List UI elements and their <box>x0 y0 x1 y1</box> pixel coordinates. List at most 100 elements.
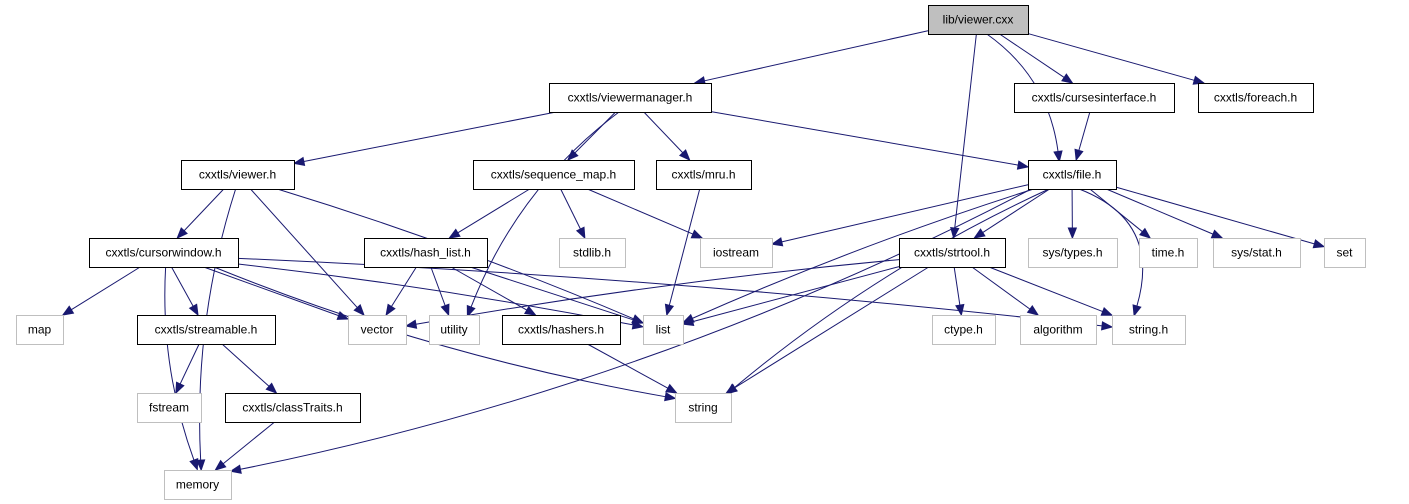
node-label-mru: cxxtls/mru.h <box>671 168 735 182</box>
arrowhead-viewer-to-vector <box>353 304 365 317</box>
node-box-set <box>1324 238 1366 268</box>
node-label-vector: vector <box>361 323 394 337</box>
edge-viewermanager-to-file <box>710 111 1019 166</box>
arrowhead-root-to-cursesinterface <box>1061 73 1074 84</box>
node-label-cursorwindow: cxxtls/cursorwindow.h <box>105 246 221 260</box>
node-hash_list[interactable]: cxxtls/hash_list.h <box>364 238 488 268</box>
arrowhead-mru-to-list <box>664 303 675 317</box>
node-classtraits[interactable]: cxxtls/classTraits.h <box>225 393 361 423</box>
node-label-utility: utility <box>440 323 467 337</box>
node-label-fstream: fstream <box>149 401 189 415</box>
node-box-classtraits <box>225 393 361 423</box>
arrowhead-cursesinterface-to-file <box>1074 148 1084 162</box>
edge-strtool-to-ctype <box>953 266 961 306</box>
node-box-stdlib <box>559 238 626 268</box>
node-algorithm: algorithm <box>1020 315 1097 345</box>
node-box-timeh <box>1139 238 1198 268</box>
arrowhead-viewermanager-to-viewer <box>292 156 306 167</box>
arrowhead-strtool-to-vector <box>404 319 418 329</box>
arrowhead-root-to-foreach <box>1192 75 1206 85</box>
node-file[interactable]: cxxtls/file.h <box>1028 160 1117 190</box>
node-strtool[interactable]: cxxtls/strtool.h <box>899 238 1006 268</box>
arrowhead-file-to-timeh <box>1139 227 1152 239</box>
node-label-viewermanager: cxxtls/viewermanager.h <box>568 91 693 105</box>
arrowhead-strtool-to-string <box>725 383 738 394</box>
node-cursorwindow[interactable]: cxxtls/cursorwindow.h <box>89 238 239 268</box>
edge-root-to-cursesinterface <box>999 33 1065 78</box>
node-sequence_map[interactable]: cxxtls/sequence_map.h <box>473 160 635 190</box>
node-label-root: lib/viewer.cxx <box>943 13 1014 27</box>
edge-file-to-stringh <box>1078 188 1144 307</box>
node-box-memory <box>164 470 232 500</box>
arrowhead-hash_list-to-list <box>631 315 645 325</box>
node-hashers[interactable]: cxxtls/hashers.h <box>502 315 621 345</box>
arrowhead-hash_list-to-hashers <box>524 305 537 316</box>
edge-root-to-foreach <box>1027 33 1195 81</box>
edge-strtool-to-vector <box>415 259 900 325</box>
edge-viewermanager-to-utility <box>470 111 620 308</box>
node-label-strtool: cxxtls/strtool.h <box>914 246 990 260</box>
node-memory: memory <box>164 470 232 500</box>
arrowhead-viewer-to-memory <box>195 459 206 472</box>
edge-file-to-iostream <box>781 184 1029 243</box>
node-box-mru <box>656 160 752 190</box>
arrowhead-file-to-iostream <box>770 237 784 247</box>
node-label-viewer: cxxtls/viewer.h <box>199 168 276 182</box>
edge-cursorwindow-to-stringh <box>237 257 1103 327</box>
edge-viewermanager-to-viewer <box>303 111 557 162</box>
arrowhead-cursorwindow-to-map <box>61 305 75 316</box>
node-sysstat: sys/stat.h <box>1213 238 1301 268</box>
edge-hash_list-to-list <box>470 266 634 321</box>
node-box-file <box>1028 160 1117 190</box>
node-box-fstream <box>137 393 202 423</box>
node-label-stringh: string.h <box>1129 323 1168 337</box>
node-box-sysstat <box>1213 238 1301 268</box>
arrowhead-viewermanager-to-mru <box>678 149 691 161</box>
node-box-utility <box>429 315 480 345</box>
edge-file-to-sysstat <box>1106 188 1214 235</box>
node-label-iostream: iostream <box>713 246 759 260</box>
edge-root-to-strtool <box>954 33 977 229</box>
node-root[interactable]: lib/viewer.cxx <box>928 5 1029 35</box>
node-label-hashers: cxxtls/hashers.h <box>518 323 604 337</box>
edge-root-to-viewermanager <box>704 30 929 82</box>
node-mru[interactable]: cxxtls/mru.h <box>656 160 752 190</box>
edge-sequence_map-to-stdlib <box>560 188 581 230</box>
node-box-string <box>675 393 732 423</box>
edge-mru-to-list <box>668 188 701 306</box>
edge-hash_list-to-utility <box>430 266 446 306</box>
node-box-list <box>643 315 684 345</box>
arrowhead-cursorwindow-to-memory <box>189 458 199 471</box>
node-iostream: iostream <box>700 238 773 268</box>
edge-strtool-to-algorithm <box>971 266 1031 310</box>
edge-cursorwindow-to-list <box>237 263 634 326</box>
node-label-set: set <box>1336 246 1353 260</box>
node-systypes: sys/types.h <box>1028 238 1118 268</box>
node-label-ctype: ctype.h <box>944 323 983 337</box>
node-box-sequence_map <box>473 160 635 190</box>
edge-file-to-list <box>692 188 1034 319</box>
edge-streamable-to-fstream <box>179 343 200 385</box>
node-streamable[interactable]: cxxtls/streamable.h <box>137 315 276 345</box>
node-label-sequence_map: cxxtls/sequence_map.h <box>491 168 616 182</box>
node-viewermanager[interactable]: cxxtls/viewermanager.h <box>549 83 712 113</box>
arrowhead-streamable-to-fstream <box>175 381 185 395</box>
arrowhead-sequence_map-to-hash_list <box>448 228 461 239</box>
edge-strtool-to-stringh <box>988 266 1103 313</box>
edge-hash_list-to-hashers <box>450 266 528 311</box>
node-box-ctype <box>932 315 996 345</box>
arrowhead-root-to-file <box>1053 150 1063 163</box>
node-label-systypes: sys/types.h <box>1042 246 1102 260</box>
node-box-cursorwindow <box>89 238 239 268</box>
node-cursesinterface[interactable]: cxxtls/cursesinterface.h <box>1014 83 1175 113</box>
node-label-timeh: time.h <box>1152 246 1185 260</box>
edge-cursesinterface-to-file <box>1078 111 1091 151</box>
node-foreach[interactable]: cxxtls/foreach.h <box>1198 83 1314 113</box>
node-label-map: map <box>28 323 52 337</box>
arrowhead-file-to-systypes <box>1067 227 1078 240</box>
node-box-stringh <box>1112 315 1186 345</box>
node-viewer[interactable]: cxxtls/viewer.h <box>181 160 295 190</box>
edge-viewer-to-cursorwindow <box>183 188 225 232</box>
node-box-vector <box>348 315 407 345</box>
edge-sequence_map-to-iostream <box>587 188 694 235</box>
